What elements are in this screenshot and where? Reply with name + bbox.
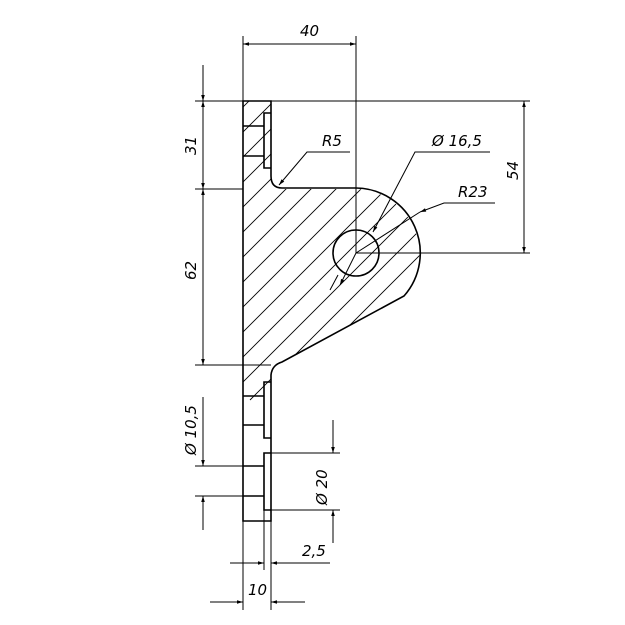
hatch-line [500,0,625,400]
hatch-line [575,0,625,400]
hatch-line [525,0,625,400]
part-outline [242,100,422,522]
section-hatching [243,0,625,401]
hatch-line [243,101,420,401]
dim-54: 54 [504,161,522,180]
hatch-line [249,101,420,401]
hatch-line [399,101,420,401]
dim-62: 62 [182,261,200,280]
hatch-line [243,101,420,401]
hatch-line [425,0,625,400]
hatch-line [243,101,376,401]
hatch-line [374,101,420,401]
bolt-hole-dia: Ø 10,5 [182,405,200,456]
dim-31: 31 [182,136,200,155]
hatch-line [243,101,401,401]
dim-10: 10 [248,581,267,599]
hatch-line [243,101,420,401]
hatch-line [243,101,326,401]
hatch-line [243,101,420,401]
counterbore-dia: Ø 20 [313,469,331,506]
hatch-line [243,101,301,401]
hatch-line [243,101,420,401]
radius-r23: R23 [458,183,488,201]
hatch-line [243,101,420,401]
dim-40: 40 [300,22,319,40]
hole-dia-16-5: Ø 16,5 [431,132,482,150]
hatch-line [243,101,420,401]
hatch-line [475,0,625,400]
fillet-r5: R5 [322,132,342,150]
dimensions [195,36,530,610]
hatch-line [243,101,351,401]
dim-2-5: 2,5 [302,542,326,560]
hatch-line [243,101,420,401]
hatch-line [274,101,420,401]
hatch-line [243,101,420,401]
hatch-line [550,0,625,400]
